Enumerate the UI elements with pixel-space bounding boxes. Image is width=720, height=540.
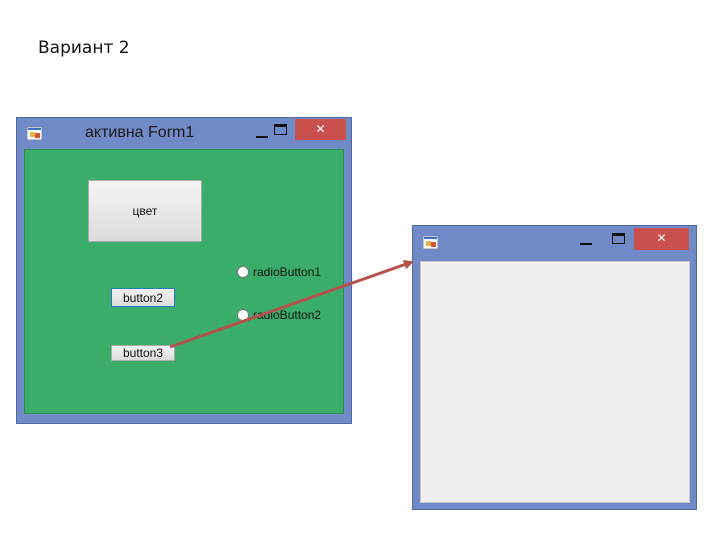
radio-button-2-label: radioButton2: [253, 308, 322, 322]
window-title: активна Form1: [85, 124, 195, 141]
radio-button-1-label: radioButton1: [253, 265, 322, 279]
minimize-icon[interactable]: [580, 235, 594, 245]
app-icon: [423, 236, 438, 249]
close-icon[interactable]: ✕: [295, 119, 346, 140]
button2[interactable]: button2: [111, 288, 175, 307]
maximize-icon[interactable]: [274, 124, 287, 135]
maximize-icon[interactable]: [612, 233, 625, 244]
close-icon[interactable]: ✕: [634, 228, 689, 250]
radio-button-1[interactable]: radioButton1: [237, 265, 321, 279]
button3[interactable]: button3: [111, 345, 175, 361]
form1-client-area: цвет button2 button3 radioButton1 radioB…: [24, 149, 344, 414]
minimize-icon[interactable]: [256, 128, 270, 138]
form2-window: ✕: [412, 225, 697, 510]
app-icon: [27, 127, 42, 140]
radio-button-2[interactable]: radioButton2: [237, 308, 321, 322]
color-button[interactable]: цвет: [88, 180, 202, 242]
radio-circle-icon[interactable]: [237, 309, 249, 321]
radio-circle-icon[interactable]: [237, 266, 249, 278]
slide-title: Вариант 2: [38, 38, 130, 58]
form2-client-area: [420, 261, 690, 503]
form1-window: активна Form1 ✕ цвет button2 button3 rad…: [16, 117, 352, 424]
